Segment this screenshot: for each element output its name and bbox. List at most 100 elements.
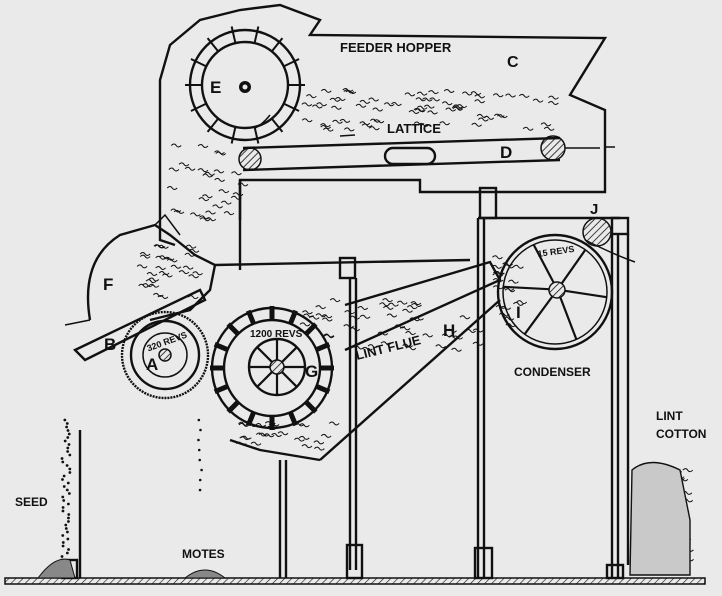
seed-dot — [60, 555, 64, 558]
cotton-tuft — [299, 322, 311, 327]
cotton-tuft — [472, 328, 484, 333]
cotton-tuft — [414, 108, 426, 113]
cotton-tuft — [239, 436, 251, 441]
cotton-tuft — [470, 91, 482, 96]
cotton-tuft — [138, 283, 149, 288]
mote-dot — [198, 458, 202, 462]
label-e: E — [210, 78, 221, 97]
cotton-tuft — [518, 93, 530, 98]
cotton-tuft — [503, 264, 515, 269]
cotton-tuft — [369, 118, 381, 123]
cotton-tuft — [394, 324, 406, 329]
cotton-tuft — [416, 91, 428, 96]
cotton-tuft — [201, 194, 213, 199]
seed-dot — [66, 481, 70, 485]
cotton-tuft — [377, 331, 389, 336]
cotton-tuft — [162, 273, 173, 278]
cotton-tuft — [146, 272, 158, 277]
cotton-tuft — [461, 91, 473, 96]
cotton-tuft — [409, 317, 421, 322]
condenser-spoke — [523, 295, 554, 335]
cotton-tuft — [237, 182, 249, 187]
label-lint-flue: LINT FLUE — [354, 332, 422, 363]
cotton-tuft — [188, 248, 200, 253]
cotton-tuft — [386, 313, 398, 318]
cotton-tuft — [298, 423, 310, 428]
cotton-tuft — [379, 302, 390, 307]
cotton-tuft — [383, 102, 395, 107]
brush-bristle — [315, 341, 331, 352]
cotton-tuft — [391, 102, 402, 106]
cotton-tuft — [271, 433, 282, 438]
cotton-tuft — [250, 441, 262, 446]
cotton-tuft — [198, 197, 210, 202]
cotton-tuft — [302, 310, 313, 315]
seed-dot — [66, 436, 70, 439]
cotton-tuft — [170, 143, 182, 148]
cotton-tuft — [232, 192, 244, 197]
cotton-tuft — [415, 97, 427, 102]
lint-flue-h — [229, 260, 502, 462]
lattice-belt-d — [238, 134, 600, 172]
cotton-tuft — [492, 285, 504, 290]
cotton-tuft — [503, 316, 515, 321]
cotton-tuft — [213, 169, 225, 174]
brush-bristle — [304, 322, 318, 336]
cotton-tuft — [439, 121, 451, 126]
cotton-tuft — [355, 103, 367, 108]
seed-dot — [66, 429, 70, 432]
cotton-tuft — [142, 283, 153, 288]
saw-cylinder-a — [120, 310, 210, 400]
cotton-tuft — [266, 425, 278, 430]
brush-bristle — [213, 384, 229, 395]
cotton-tuft — [199, 215, 210, 220]
cotton-tuft — [382, 305, 394, 310]
seed-dot — [61, 544, 65, 548]
brush-spoke — [256, 346, 273, 363]
cotton-tuft — [301, 444, 313, 449]
cotton-tuft — [408, 110, 420, 115]
cotton-tuft — [428, 90, 439, 95]
motes-pile — [183, 569, 227, 579]
cotton-tuft — [155, 255, 167, 260]
cotton-tuft — [301, 102, 313, 107]
label-condenser: CONDENSER — [514, 365, 591, 379]
cotton-tuft — [402, 343, 413, 348]
cotton-tuft — [682, 468, 694, 473]
cotton-tuft — [349, 315, 361, 320]
seed-dot — [63, 439, 67, 443]
cotton-tuft — [187, 295, 199, 300]
cotton-tuft — [465, 328, 477, 333]
drum-tooth — [253, 26, 260, 44]
cotton-tuft — [182, 265, 194, 270]
label-a: A — [146, 355, 158, 374]
cotton-tuft — [491, 264, 503, 269]
cotton-tuft — [522, 126, 534, 131]
seed-dot — [66, 530, 69, 534]
cotton-tuft — [474, 94, 486, 99]
cotton-tuft — [331, 105, 342, 110]
label-b: B — [104, 335, 116, 354]
cotton-tuft — [263, 433, 275, 438]
cotton-tuft — [503, 286, 515, 291]
seed-dot — [61, 478, 64, 481]
cotton-tuft — [332, 119, 343, 124]
seed-dot — [68, 453, 72, 457]
cotton-tuft — [505, 323, 517, 328]
seed-dot — [67, 520, 70, 523]
cotton-tuft — [139, 251, 151, 256]
cotton-tuft — [170, 264, 182, 269]
cotton-tuft — [178, 162, 190, 167]
cotton-tuft — [158, 271, 170, 276]
cotton-tuft — [396, 300, 408, 305]
cotton-tuft — [513, 264, 524, 269]
cotton-tuft — [452, 335, 464, 340]
cotton-tuft — [321, 314, 333, 319]
label-d: D — [500, 143, 512, 162]
label-j: J — [590, 201, 598, 218]
condenser-spoke — [564, 289, 607, 299]
cotton-tuft — [166, 258, 178, 263]
cotton-tuft — [197, 168, 209, 173]
seed-dot — [66, 502, 70, 506]
mote-dot — [197, 418, 201, 422]
